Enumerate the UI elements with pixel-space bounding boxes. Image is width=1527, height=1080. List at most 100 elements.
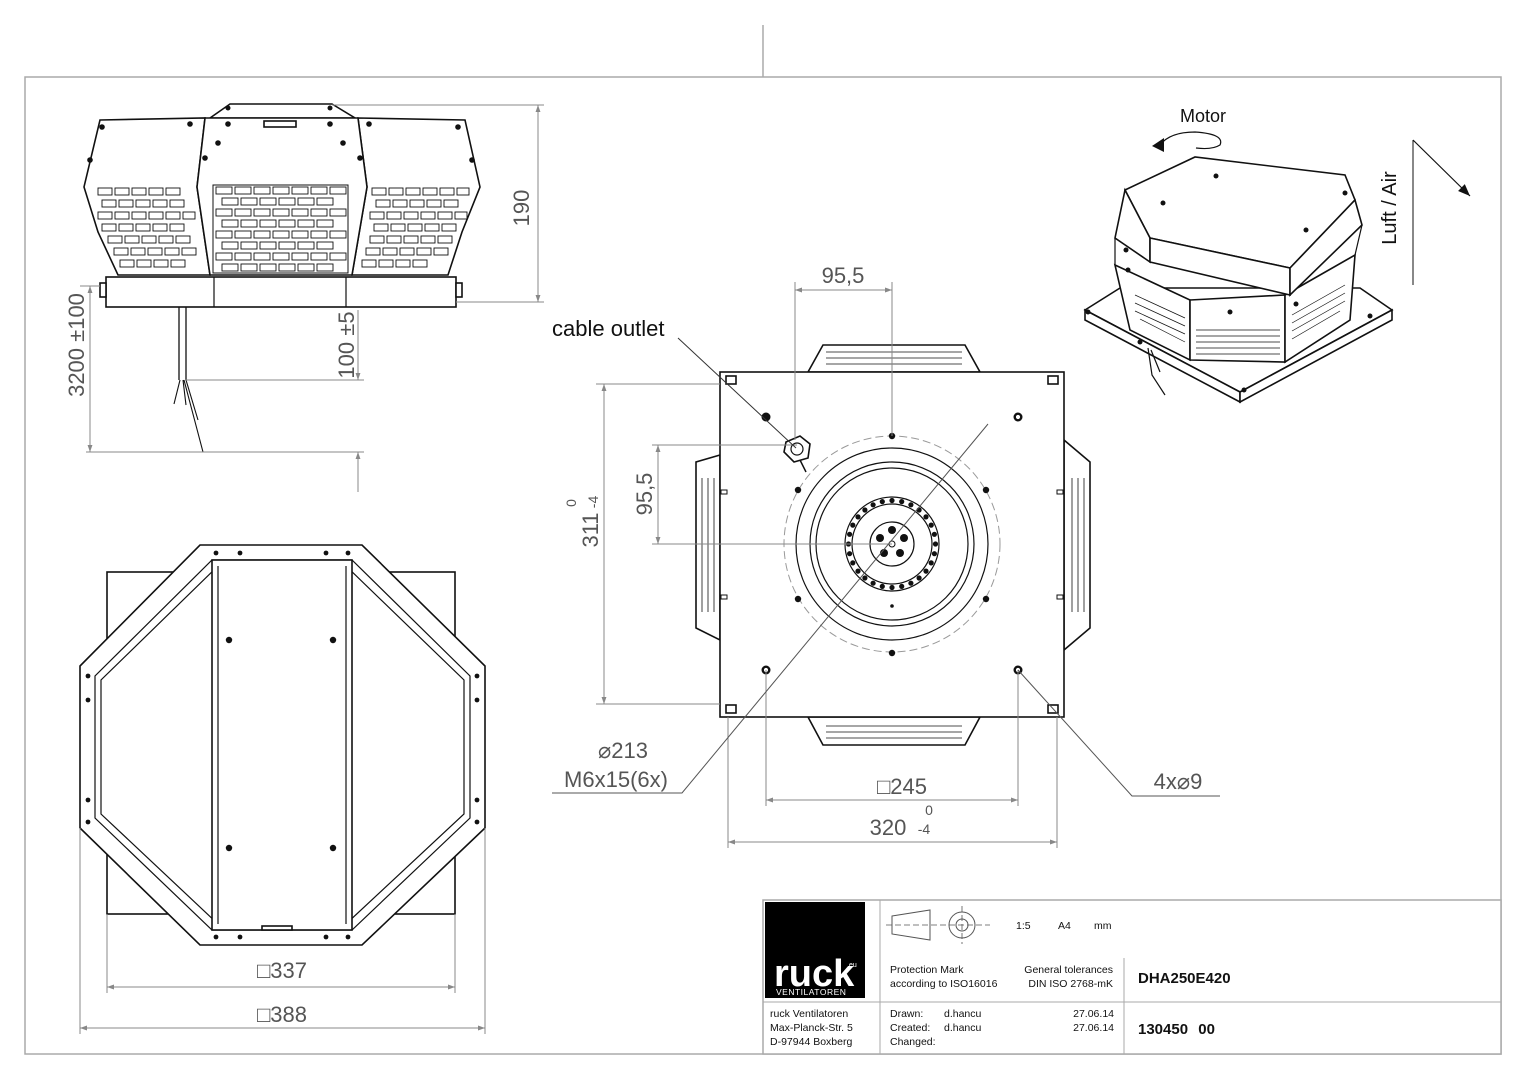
motor-hole (850, 522, 856, 528)
dim-311-tol-upper: 0 (563, 499, 579, 507)
dim-213-symbol: ⌀ (598, 738, 611, 763)
ruck-logo (765, 902, 865, 998)
motor-hole (862, 575, 868, 581)
dim-245-symbol: □ (877, 774, 890, 799)
created-by: d.hancu (944, 1022, 982, 1034)
dim-top-offset: 95,5 (822, 263, 865, 288)
drawn-by: d.hancu (944, 1008, 982, 1020)
dim-388: □388 (257, 1002, 307, 1027)
type-code: DHA250E420 (1138, 970, 1231, 987)
motor-hole (870, 502, 876, 508)
company-city: D-97944 Boxberg (770, 1036, 852, 1048)
title-block: ruck eu VENTILATOREN (762, 899, 1502, 1055)
dim-213-value: 213 (611, 738, 648, 763)
motor-hole (855, 514, 861, 520)
dim-388-value: 388 (270, 1002, 307, 1027)
motor-hole (908, 580, 914, 586)
side-view-dimensions (80, 104, 544, 492)
tolerances-line2: DIN ISO 2768-mK (1028, 978, 1113, 990)
dim-side-offset: 95,5 (632, 473, 657, 516)
drawing-number-value: 130450 (1138, 1021, 1188, 1038)
dim-3200: 3200 ±100 (64, 293, 89, 397)
motor-hole (879, 499, 885, 505)
dim-320: 320 0 -4 (870, 802, 933, 840)
motor-hole (855, 568, 861, 574)
isometric-view (1083, 131, 1471, 404)
dim-388-symbol: □ (257, 1002, 270, 1027)
motor-hole (889, 497, 895, 504)
dim-holes-symbol: ⌀ (1177, 769, 1190, 794)
motor-hole (932, 541, 939, 547)
changed-label: Changed: (890, 1036, 936, 1048)
dim-320-tol-upper: 0 (925, 802, 933, 818)
motor-hole (899, 583, 905, 590)
motor-hole (879, 583, 885, 590)
protection-mark-line1: Protection Mark (890, 964, 964, 976)
motor-hole (931, 551, 938, 557)
motor-hole (928, 560, 934, 566)
dim-holes-value: 9 (1190, 769, 1202, 794)
top-view-dimensions (79, 828, 486, 1034)
protection-mark-line2: according to ISO16016 (890, 978, 998, 990)
logo-text: ruck (774, 953, 855, 995)
logo-superscript: eu (849, 962, 857, 969)
dim-320-tol-lower: -4 (918, 821, 931, 837)
dim-337-symbol: □ (257, 958, 270, 983)
screw-spec: M6x15(6x) (564, 767, 668, 792)
projection-symbol-icon (886, 906, 990, 944)
svg-text:100 ±5: 100 ±5 (334, 311, 359, 378)
dim-3200-value: 3200 (64, 348, 89, 397)
dim-337-value: 337 (270, 958, 307, 983)
motor-hole-ring (845, 497, 939, 591)
motor-hole (847, 531, 853, 537)
motor-hole (928, 522, 934, 528)
paper-format: A4 (1058, 920, 1071, 932)
motor-hole (899, 499, 905, 505)
drawn-date: 27.06.14 (1073, 1008, 1114, 1020)
motor-hole (916, 575, 922, 581)
dim-190-value: 190 (509, 190, 534, 227)
dim-320-value: 320 (870, 815, 907, 840)
logo-subtitle: VENTILATOREN (776, 987, 846, 997)
dim-311: 311 0 -4 (563, 496, 603, 548)
dim-311-value: 311 (578, 512, 603, 547)
motor-hole (889, 584, 895, 591)
created-date: 27.06.14 (1073, 1022, 1114, 1034)
motor-hole (870, 580, 876, 586)
motor-hole (931, 531, 938, 537)
company-name: ruck Ventilatoren (770, 1008, 848, 1020)
air-direction-label: Luft / Air (1379, 171, 1401, 245)
motor-hole (847, 551, 853, 557)
dim-holes-prefix: 4x (1154, 769, 1177, 794)
drawing-number: 130450 00 (1138, 1021, 1215, 1038)
motor-hole (862, 507, 868, 513)
top-view (79, 544, 486, 946)
motor-hole (850, 560, 856, 566)
dim-190: 190 (509, 190, 534, 227)
motor-hole (923, 514, 929, 520)
units: mm (1094, 920, 1112, 932)
drawing-revision: 00 (1198, 1021, 1215, 1038)
company-street: Max-Planck-Str. 5 (770, 1022, 853, 1034)
dim-311-tol-lower: -4 (585, 496, 601, 509)
cable-outlet-label: cable outlet (552, 316, 665, 341)
dim-100-tolerance: ±5 (334, 311, 359, 335)
created-label: Created: (890, 1022, 930, 1034)
motor-hole (908, 502, 914, 508)
dim-213: ⌀213 (598, 738, 648, 763)
svg-text:3200 ±100: 3200 ±100 (64, 293, 89, 397)
dim-245: □245 (877, 774, 927, 799)
dim-3200-tolerance: ±100 (64, 293, 89, 342)
dim-337: □337 (257, 958, 307, 983)
bottom-view-dimensions (552, 282, 1220, 848)
side-view (83, 103, 481, 453)
dim-100-value: 100 (334, 342, 359, 379)
tolerances-line1: General tolerances (1024, 964, 1113, 976)
dim-245-value: 245 (890, 774, 927, 799)
dim-100: 100 ±5 (334, 311, 359, 378)
drawn-label: Drawn: (890, 1008, 923, 1020)
motor-label: Motor (1180, 106, 1226, 126)
motor-hole (923, 568, 929, 574)
scale: 1:5 (1016, 920, 1031, 932)
